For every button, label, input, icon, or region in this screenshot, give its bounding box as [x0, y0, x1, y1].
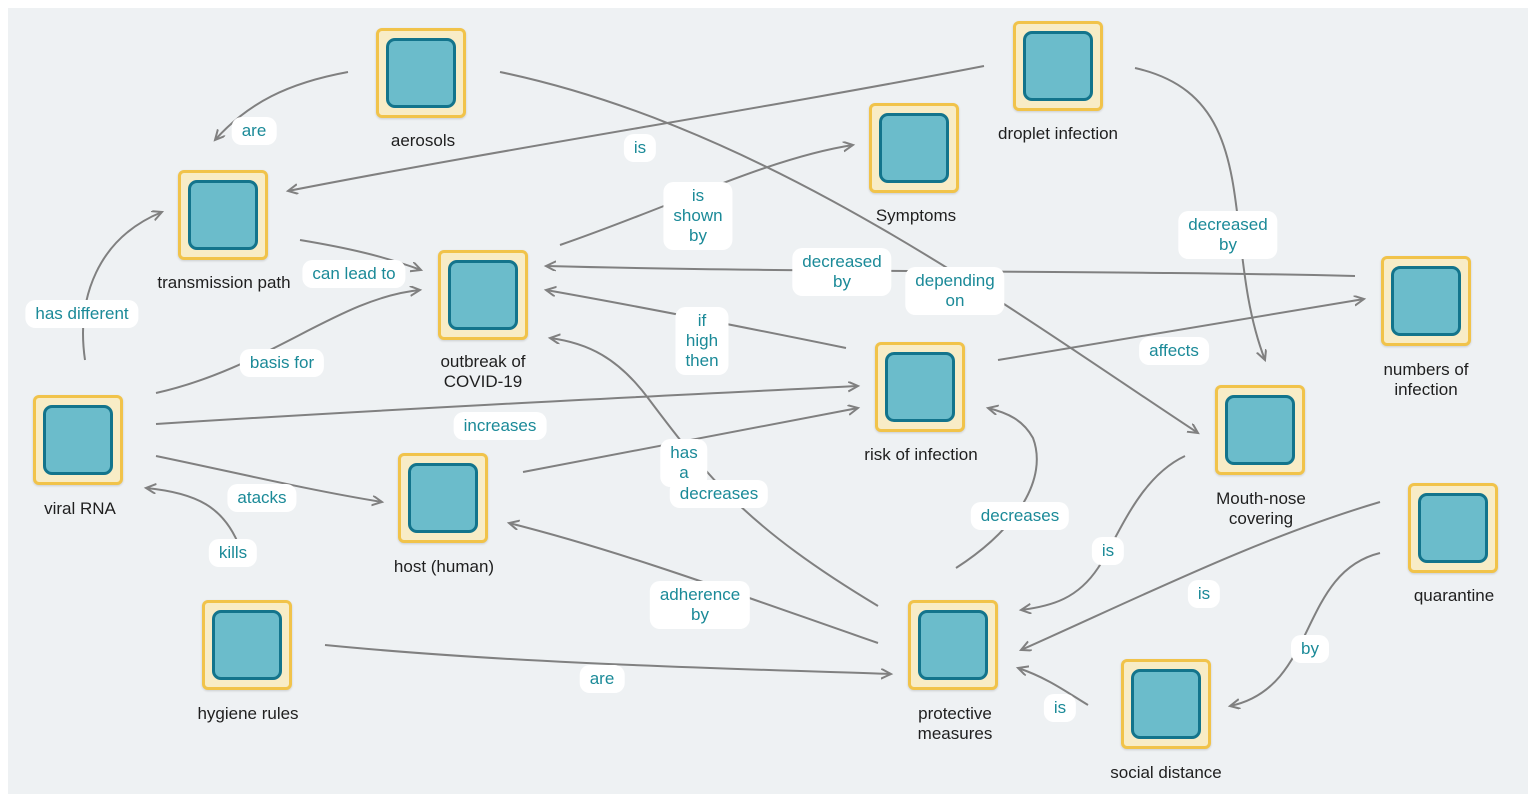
node-social-distance[interactable] [1121, 659, 1211, 749]
node-hygiene-rules-label: hygiene rules [197, 704, 299, 723]
edge-aerosols-transmission [215, 71, 349, 140]
node-aerosols[interactable] [376, 28, 466, 118]
edge-protective-host [509, 523, 879, 644]
edge-label-is: is [623, 134, 657, 162]
edge-viralrna-outbreak [155, 290, 420, 394]
edge-label-is: is [1043, 694, 1077, 722]
node-transmission-path[interactable] [178, 170, 268, 260]
edge-viralrna-transmission [82, 212, 162, 361]
edge-host-risk [522, 408, 858, 473]
edge-hygiene-protective [324, 644, 891, 674]
edge-label-is-shown-by: is shown by [663, 182, 733, 250]
edge-label-kills: kills [208, 539, 258, 567]
edge-quarantine-social [1230, 552, 1381, 706]
edge-label-decreased-by: decreased by [1178, 211, 1278, 259]
node-droplet-infection[interactable] [1013, 21, 1103, 111]
edge-label-atacks: atacks [227, 484, 297, 512]
node-risk-of-infection[interactable] [875, 342, 965, 432]
edge-label-adherence-by: adherence by [649, 581, 751, 629]
edge-transmission-outbreak [299, 239, 421, 270]
edge-kills-viralrna [146, 488, 239, 544]
edge-label-increases: increases [453, 412, 547, 440]
edge-label-is: is [1187, 580, 1221, 608]
edge-protective-risk [955, 408, 1038, 569]
edge-quarantine-protective [1021, 501, 1381, 650]
edge-label-basis-for: basis for [239, 349, 325, 377]
node-numbers-of-infection[interactable] [1381, 256, 1471, 346]
node-quarantine-label: quarantine [1413, 586, 1495, 605]
node-host-human-label: host (human) [393, 557, 495, 576]
node-outbreak[interactable] [438, 250, 528, 340]
node-numbers-of-infection-label: numbers of infection [1383, 360, 1469, 399]
edge-droplet-transmission [288, 65, 985, 191]
node-hygiene-rules[interactable] [202, 600, 292, 690]
edge-label-are: are [231, 117, 277, 145]
node-protective-measures-label: protective measures [917, 704, 993, 743]
node-symptoms[interactable] [869, 103, 959, 193]
node-transmission-path-label: transmission path [157, 273, 291, 292]
edge-label-if-high-then: if high then [675, 307, 729, 375]
node-social-distance-label: social distance [1110, 763, 1222, 782]
edge-label-affects: affects [1139, 337, 1209, 365]
edge-label-has-different: has different [25, 300, 139, 328]
edge-viralrna-risk [155, 386, 858, 425]
node-viral-rna[interactable] [33, 395, 123, 485]
edge-viralrna-host [155, 455, 382, 502]
node-protective-measures[interactable] [908, 600, 998, 690]
node-quarantine[interactable] [1408, 483, 1498, 573]
node-aerosols-label: aerosols [390, 131, 456, 150]
edge-label-decreases: decreases [970, 502, 1070, 530]
edge-social-protective [1018, 668, 1089, 706]
node-host-human[interactable] [398, 453, 488, 543]
edge-droplet-mouthnose [1134, 67, 1265, 360]
edge-label-can-lead-to: can lead to [302, 260, 406, 288]
edge-risk-numbers [997, 299, 1364, 361]
concept-map-canvas: aerosols droplet infection Symptoms tran… [8, 8, 1528, 794]
edge-label-is: is [1091, 537, 1125, 565]
concept-map-edges [82, 65, 1381, 794]
edge-label-decreases: decreases [669, 480, 769, 508]
edge-label-has-a: has a [660, 439, 708, 487]
edge-aerosols-mouthnose [499, 71, 1198, 433]
node-mouth-nose-covering[interactable] [1215, 385, 1305, 475]
edge-label-decreased-by: decreased by [792, 248, 892, 296]
node-mouth-nose-covering-label: Mouth-nose covering [1216, 489, 1306, 528]
node-droplet-infection-label: droplet infection [997, 124, 1119, 143]
edge-label-are: are [579, 665, 625, 693]
edge-label-depending-on: depending on [905, 267, 1005, 315]
node-outbreak-label: outbreak of COVID-19 [440, 352, 526, 391]
edge-protective-outbreak [550, 338, 879, 607]
edge-label-by: by [1291, 635, 1329, 663]
node-symptoms-label: Symptoms [875, 206, 957, 225]
node-risk-of-infection-label: risk of infection [864, 445, 978, 464]
node-viral-rna-label: viral RNA [44, 499, 116, 518]
